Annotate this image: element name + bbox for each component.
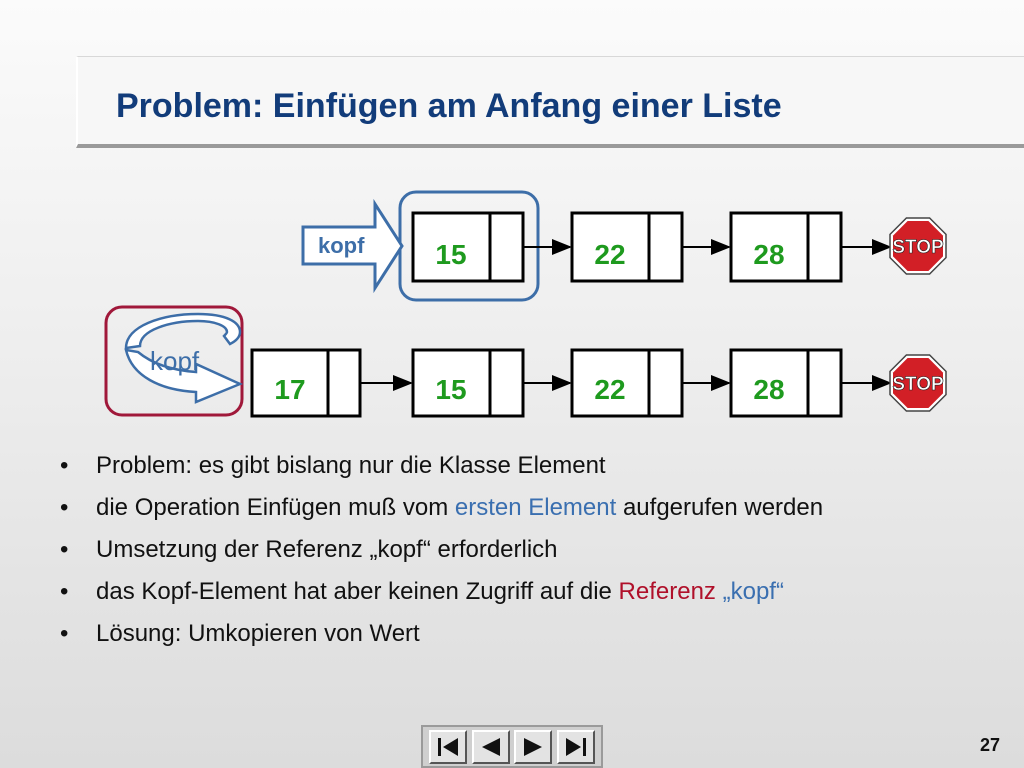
first-icon <box>438 737 459 756</box>
title-bar: Problem: Einfügen am Anfang einer Liste <box>76 56 1024 148</box>
bullet-text: die Operation Einfügen muß vom <box>96 494 455 521</box>
highlight-text: ersten Element <box>454 494 617 521</box>
previous-icon <box>481 737 500 756</box>
linked-list-diagram: kopf 15 22 28 STOP kopf 17 15 <box>104 190 947 418</box>
bullet-text <box>716 578 723 605</box>
bullet-item: Problem: es gibt bislang nur die Klasse … <box>58 448 938 484</box>
stop-sign-icon: STOP <box>889 217 947 275</box>
node-value: 22 <box>594 374 625 405</box>
kopf-label-bottom: kopf <box>150 346 200 376</box>
list-node: 28 <box>729 211 843 283</box>
bullet-item: Lösung: Umkopieren von Wert <box>58 616 938 652</box>
last-icon <box>565 737 586 756</box>
list-node: 15 <box>411 211 525 283</box>
stop-sign-text: STOP <box>892 237 944 258</box>
bullet-item: Umsetzung der Referenz „kopf“ erforderli… <box>58 532 938 568</box>
bullet-list: Problem: es gibt bislang nur die Klasse … <box>58 448 938 658</box>
first-slide-button[interactable] <box>429 729 468 764</box>
node-value: 15 <box>435 239 466 270</box>
next-slide-button[interactable] <box>514 729 553 764</box>
bullet-text: das Kopf-Element hat aber keinen Zugriff… <box>96 578 619 605</box>
list-node: 17 <box>250 348 362 418</box>
highlight-text-blue: „kopf“ <box>722 578 784 605</box>
bullet-text: Umsetzung der Referenz „kopf“ erforderli… <box>96 536 558 563</box>
slide-navigation <box>421 725 603 768</box>
bullet-text: aufgerufen werden <box>616 494 824 521</box>
list-node: 15 <box>411 348 525 418</box>
kopf-arrow-bottom <box>124 348 244 404</box>
kopf-pointer-top <box>301 198 404 294</box>
list-node: 22 <box>570 348 684 418</box>
bottom-head-highlight <box>104 305 244 417</box>
kopf-label-top: kopf <box>318 233 365 258</box>
node-value: 15 <box>435 374 466 405</box>
list-node: 22 <box>570 211 684 283</box>
last-slide-button[interactable] <box>556 729 595 764</box>
node-value: 17 <box>274 374 305 405</box>
bullet-item: das Kopf-Element hat aber keinen Zugriff… <box>58 574 938 610</box>
node-value: 28 <box>753 374 784 405</box>
stop-sign-icon: STOP <box>889 354 947 412</box>
kopf-curve-band <box>124 312 242 350</box>
bullet-text: Lösung: Umkopieren von Wert <box>96 620 420 647</box>
slide-title: Problem: Einfügen am Anfang einer Liste <box>116 87 782 125</box>
node-value: 28 <box>753 239 784 270</box>
page-number: 27 <box>979 735 1000 755</box>
highlight-text-red: Referenz <box>618 578 716 605</box>
node-value: 22 <box>594 239 625 270</box>
previous-slide-button[interactable] <box>471 729 510 764</box>
list-node: 28 <box>729 348 843 418</box>
bullet-item: die Operation Einfügen muß vom ersten El… <box>58 490 938 526</box>
next-icon <box>524 737 543 756</box>
bullet-text: Problem: es gibt bislang nur die Klasse … <box>96 452 606 479</box>
stop-sign-text: STOP <box>892 374 944 395</box>
